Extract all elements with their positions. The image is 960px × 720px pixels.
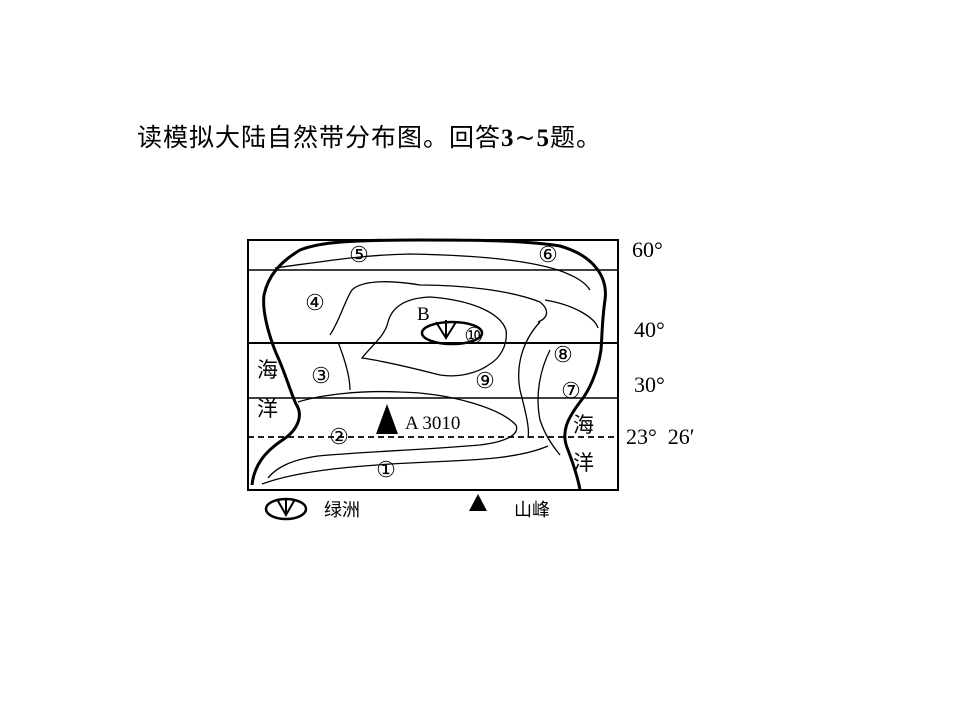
zone-boundary-7 [537,349,561,456]
ocean-west-label-top: 海 [257,358,278,382]
zone-boundary-3 [337,341,351,391]
latitude-40-label: 40° [634,317,665,342]
question-start: 3 [501,125,515,152]
latitude-60-label: 60° [632,237,663,262]
latitude-30-label: 30° [634,372,665,397]
peak-a-icon [376,404,398,434]
point-b-label: B [417,304,430,325]
legend-peak-icon [469,494,487,511]
zone-1-label: ① [376,457,396,482]
tropic-latitude-label: 23° 26′ [626,424,695,449]
zone-boundary-1 [261,445,549,485]
desert-boundary-9 [360,296,507,377]
ocean-west-label-bottom: 洋 [257,397,278,421]
zone-9-label: ⑨ [475,368,495,393]
zone-2-label: ② [329,424,349,449]
oasis-marker [420,320,484,346]
range-separator: ~ [514,123,537,152]
legend: 绿洲 山峰 [264,494,550,521]
zone-7-label: ⑦ [561,378,581,403]
zone-boundary-5 [274,253,591,291]
zone-boundary-2 [267,390,518,479]
zone-5-label: ⑤ [349,242,369,267]
legend-oasis-icon [264,497,308,521]
zone-10-label: ⑩ [464,323,484,348]
zone-boundary-6 [544,299,599,329]
legend-oasis-label: 绿洲 [324,500,360,520]
title-suffix: 题。 [549,123,602,152]
peak-a-label: A 3010 [405,413,460,434]
ocean-east-label-bottom: 洋 [573,451,594,475]
title-text: 读模拟大陆自然带分布图。回答 [137,123,502,152]
legend-peak-label: 山峰 [514,500,550,520]
continent-coastline [250,238,607,491]
question-end: 5 [536,125,550,152]
zone-3-label: ③ [311,363,331,388]
zone-4-label: ④ [305,290,325,315]
zone-8-label: ⑧ [553,342,573,367]
ocean-east-label-top: 海 [573,413,594,437]
zone-boundary-4 [329,281,548,336]
zone-boundary-8 [518,321,541,439]
zone-6-label: ⑥ [538,242,558,267]
question-title: 读模拟大陆自然带分布图。回答3~5题。 [137,118,602,154]
